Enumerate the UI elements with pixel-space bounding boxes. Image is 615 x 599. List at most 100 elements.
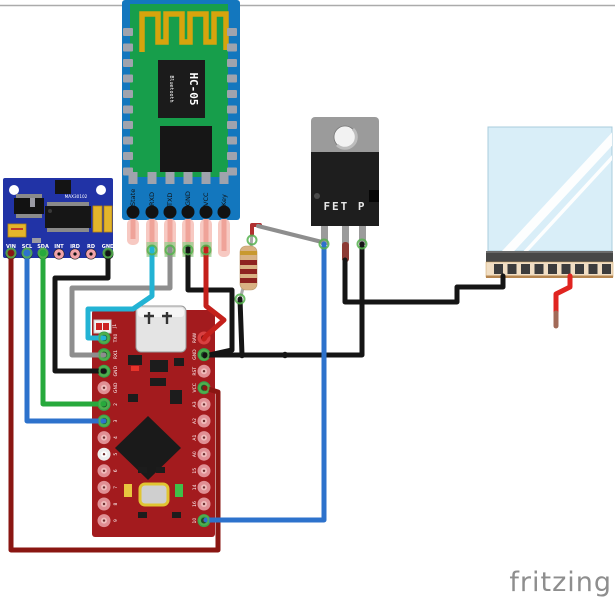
smd-part <box>138 467 147 473</box>
fet-body-notch <box>369 190 379 202</box>
wire-junction[interactable] <box>281 351 289 359</box>
connection-ring <box>198 349 210 361</box>
connection-ring <box>98 398 110 410</box>
fet-hole-shade <box>335 127 358 150</box>
hc05-pin-hole[interactable] <box>126 205 140 219</box>
hc05-pin-hole[interactable] <box>181 205 195 219</box>
arduino-pro-micro[interactable]: J1 TX0RX1GNDGND23456789RAWGNDRSTVCCA3A2A… <box>92 305 215 537</box>
wire-hc05-gnd-to-promicro-gnd[interactable] <box>185 248 235 359</box>
smd-resistor <box>32 238 41 243</box>
pad-hole <box>202 403 206 406</box>
panel-strip-bottom <box>486 275 613 278</box>
resistor-band <box>240 278 257 283</box>
j1-label: J1 <box>112 324 118 329</box>
wire-sensor-vin-to-vcc-loop[interactable] <box>8 250 221 553</box>
capacitor <box>7 223 27 238</box>
smd-part <box>150 360 168 372</box>
fet-label: FET P <box>323 200 366 213</box>
connection-ring <box>246 234 258 246</box>
wire-hc05-vcc-to-raw[interactable] <box>201 248 227 342</box>
hc05-pin-label: TXD <box>166 193 174 207</box>
promicro-pin-label: 9 <box>113 519 119 522</box>
sensor-pin-hole <box>57 252 61 256</box>
wire-panel-red-lead[interactable] <box>553 273 573 316</box>
smd-capacitor <box>124 484 132 497</box>
hc05-pin-label: RXD <box>148 192 156 206</box>
pad-hole <box>202 486 206 489</box>
resistor[interactable] <box>238 229 258 301</box>
connection-ring <box>356 238 368 250</box>
ic-pins <box>47 202 89 206</box>
ic-pins <box>16 194 42 198</box>
promicro-pin-label: GND <box>192 349 198 360</box>
atmega32u4-chip <box>115 416 181 480</box>
pad-hole <box>202 419 206 423</box>
pad-hole <box>202 502 206 506</box>
sensor-pin-label: IRD <box>70 244 80 250</box>
wire-fet-drain-to-panel-black[interactable] <box>342 257 506 305</box>
connection-ring <box>198 382 210 394</box>
fet-body <box>311 152 379 226</box>
wire-junction[interactable] <box>238 351 246 359</box>
promicro-pin-label: 6 <box>113 469 119 472</box>
smd-part <box>170 390 182 404</box>
j1-pad <box>96 323 102 330</box>
header-leg-core <box>203 219 209 251</box>
smd-capacitor <box>175 484 183 497</box>
wire-fet-gate-to-d10[interactable] <box>203 241 327 523</box>
sensor-chip <box>55 180 71 194</box>
header-leg-core <box>130 219 136 239</box>
glass-panel[interactable] <box>485 123 615 278</box>
smd-resistor <box>30 198 35 207</box>
hc05-pin-label: VCC <box>202 192 210 206</box>
smd-part <box>138 512 147 518</box>
hc05-pin-hole[interactable] <box>145 205 159 219</box>
resistor-band <box>240 269 257 274</box>
wire-sensor-gnd-to-promicro-gnd[interactable] <box>52 250 111 374</box>
pad-hole <box>202 453 206 456</box>
main-ic <box>45 206 91 228</box>
wire-hc05-txd-to-rx1[interactable] <box>69 248 173 358</box>
smd-part <box>156 467 165 473</box>
hc05-chip-sublabel: Bluetooth <box>168 75 174 102</box>
hc05-chip2 <box>160 126 212 172</box>
wire-hc05-rxd-to-tx0[interactable] <box>85 248 155 341</box>
hc05-pad <box>165 172 175 184</box>
connection-ring <box>98 349 110 361</box>
connection-ring <box>5 247 17 259</box>
promicro-pin-label: 14 <box>192 484 198 490</box>
hc05-pin-hole[interactable] <box>163 205 177 219</box>
smd-part <box>150 378 166 386</box>
hc05-pin-hole[interactable] <box>199 205 213 219</box>
connection-ring <box>182 244 194 256</box>
hc05-pin-hole[interactable] <box>217 205 231 219</box>
soic8-ic <box>14 198 44 214</box>
hc05-pin-label: State <box>129 189 137 206</box>
connection-ring <box>102 247 114 259</box>
resistor-band-gold <box>240 251 257 255</box>
p-mosfet[interactable]: FET P <box>311 117 379 262</box>
promicro-pin-label: VCC <box>192 383 198 392</box>
glass <box>487 126 613 252</box>
wire-sensor-sda-to-d2[interactable] <box>40 250 107 407</box>
wire-resistor-to-fet-gate[interactable] <box>256 224 324 244</box>
wire-gnd-rail-to-fet-source[interactable] <box>202 241 365 358</box>
promicro-pin-label: A0 <box>192 451 198 457</box>
hc05-pad <box>219 172 229 184</box>
wire-resistor-to-gnd-rail[interactable] <box>237 296 245 358</box>
resistor-band <box>240 260 257 265</box>
connection-ring <box>37 247 49 259</box>
panel-contacts <box>494 264 611 274</box>
promicro-pin-label: GND <box>113 382 119 393</box>
wire-sensor-scl-to-d3[interactable] <box>24 250 107 424</box>
pad-hole <box>102 469 106 472</box>
connection-ring <box>200 244 212 256</box>
promicro-pin-label: 15 <box>192 468 198 474</box>
promicro-pin-label: TX0 <box>113 334 119 344</box>
pad-hole <box>102 486 106 489</box>
connection-ring <box>318 238 330 250</box>
header-leg-core <box>167 219 173 251</box>
pad-hole <box>202 370 206 373</box>
